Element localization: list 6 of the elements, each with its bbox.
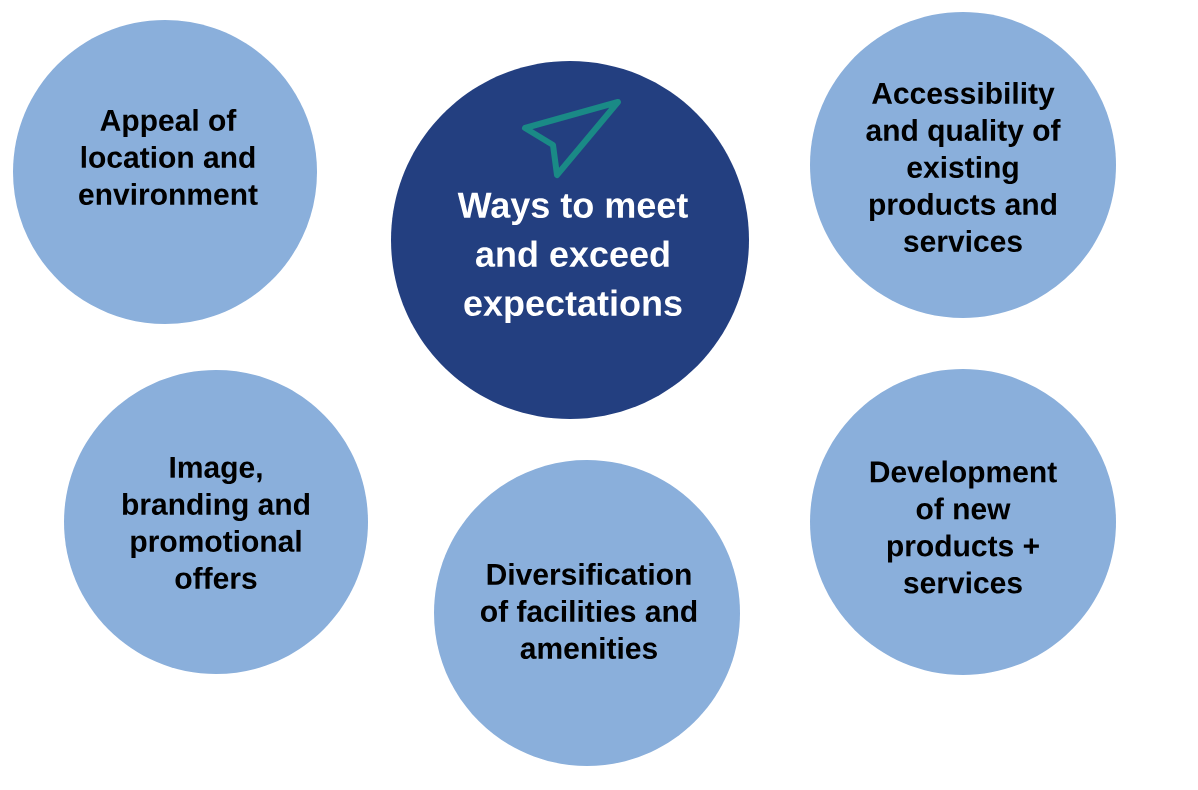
circle-node: Ways to meet and exceed expectations — [391, 61, 749, 419]
circle-node: Appeal of location and environment — [13, 20, 317, 324]
circle-node: Development of new products + services — [810, 369, 1116, 675]
circle-node: Image, branding and promotional offers — [64, 370, 368, 674]
circle-node: Diversification of facilities and amenities — [434, 460, 740, 766]
circle-node: Accessibility and quality of existing products and services — [810, 12, 1116, 318]
